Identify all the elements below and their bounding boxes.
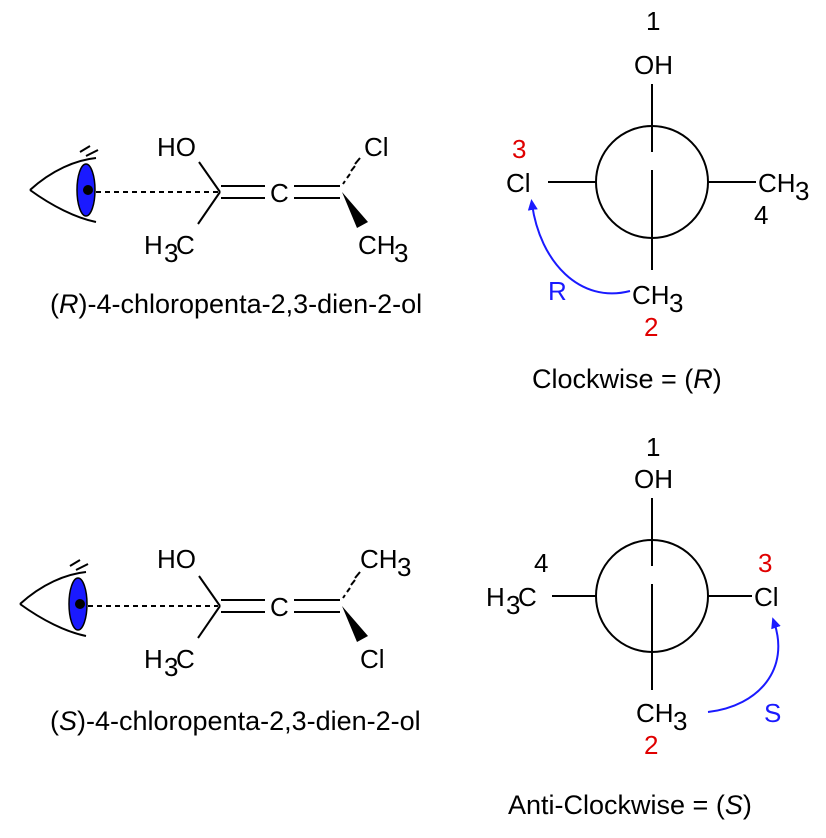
priority-4-label: 4 (754, 200, 768, 230)
clockwise-arrow (527, 199, 631, 295)
cl-label: Cl (754, 582, 779, 612)
solid-wedge-bond (342, 192, 368, 228)
svg-text:CH: CH (636, 698, 674, 728)
r-arrow-label: R (548, 276, 567, 306)
priority-2-label: 2 (644, 730, 658, 760)
anticlockwise-arrow (707, 617, 781, 713)
priority-4-label: 4 (534, 548, 548, 578)
s-caption: Anti-Clockwise = (S) (508, 790, 752, 820)
svg-text:H: H (144, 230, 163, 260)
central-carbon-label: C (270, 178, 289, 208)
hashed-wedge-bond (342, 157, 361, 185)
central-carbon-label: C (270, 592, 289, 622)
s-arrow-label: S (764, 698, 781, 728)
ho-label: HO (157, 544, 196, 574)
ch3-label: CH 3 (360, 544, 411, 582)
svg-text:CH: CH (632, 280, 670, 310)
eye-icon (19, 559, 89, 637)
cl-label: Cl (506, 168, 531, 198)
svg-text:H: H (144, 644, 163, 674)
s-newman-projection: 1 OH 4 H 3 C 3 Cl CH 3 2 S (486, 432, 781, 760)
r-compound-name: (R)-4-chloropenta-2,3-dien-2-ol (50, 289, 422, 319)
svg-text:3: 3 (673, 706, 687, 736)
cl-label: Cl (360, 644, 385, 674)
svg-text:3: 3 (669, 288, 683, 318)
right-ch3-label: CH 3 (758, 168, 809, 206)
cl-label: Cl (364, 132, 389, 162)
svg-text:3: 3 (795, 176, 809, 206)
svg-text:CH: CH (358, 230, 396, 260)
priority-3-label: 3 (758, 548, 772, 578)
oh-label: OH (634, 464, 673, 494)
s-panel: HO CH 3 C H 3 C Cl (S)-4-chloropenta-2,3… (19, 432, 781, 820)
r-caption: Clockwise = (R) (532, 364, 722, 394)
svg-text:C: C (518, 582, 537, 612)
priority-2-label: 2 (644, 312, 658, 342)
svg-text:3: 3 (164, 238, 178, 268)
svg-text:3: 3 (394, 238, 408, 268)
r-panel: HO Cl C H 3 C CH 3 (R)-4-chloropenta-2,3… (29, 6, 809, 394)
hashed-wedge-bond (342, 571, 361, 599)
solid-wedge-bond (342, 606, 368, 642)
svg-text:C: C (176, 644, 195, 674)
bottom-ch3-label: CH 3 (636, 698, 687, 736)
h3c-label: H 3 C (144, 644, 195, 682)
s-allene-structure: HO CH 3 C H 3 C Cl (144, 544, 411, 682)
r-allene-structure: HO Cl C H 3 C CH 3 (144, 132, 408, 268)
oh-label: OH (634, 50, 673, 80)
r-newman-projection: 1 OH 3 Cl CH 3 4 CH 3 2 R (506, 6, 809, 342)
priority-3-label: 3 (512, 134, 526, 164)
ch3-label: CH 3 (358, 230, 408, 268)
priority-1-label: 1 (646, 432, 660, 462)
s-compound-name: (S)-4-chloropenta-2,3-dien-2-ol (50, 706, 421, 736)
bottom-ch3-label: CH 3 (632, 280, 683, 318)
ho-label: HO (157, 132, 196, 162)
svg-text:CH: CH (758, 168, 796, 198)
svg-text:CH: CH (360, 544, 398, 574)
svg-text:C: C (176, 230, 195, 260)
left-h3c-label: H 3 C (486, 582, 537, 620)
svg-text:H: H (486, 582, 505, 612)
svg-text:3: 3 (397, 552, 411, 582)
h3c-label: H 3 C (144, 230, 195, 268)
priority-1-label: 1 (646, 6, 660, 36)
svg-text:3: 3 (506, 590, 520, 620)
eye-icon (29, 145, 99, 223)
svg-text:3: 3 (164, 652, 178, 682)
